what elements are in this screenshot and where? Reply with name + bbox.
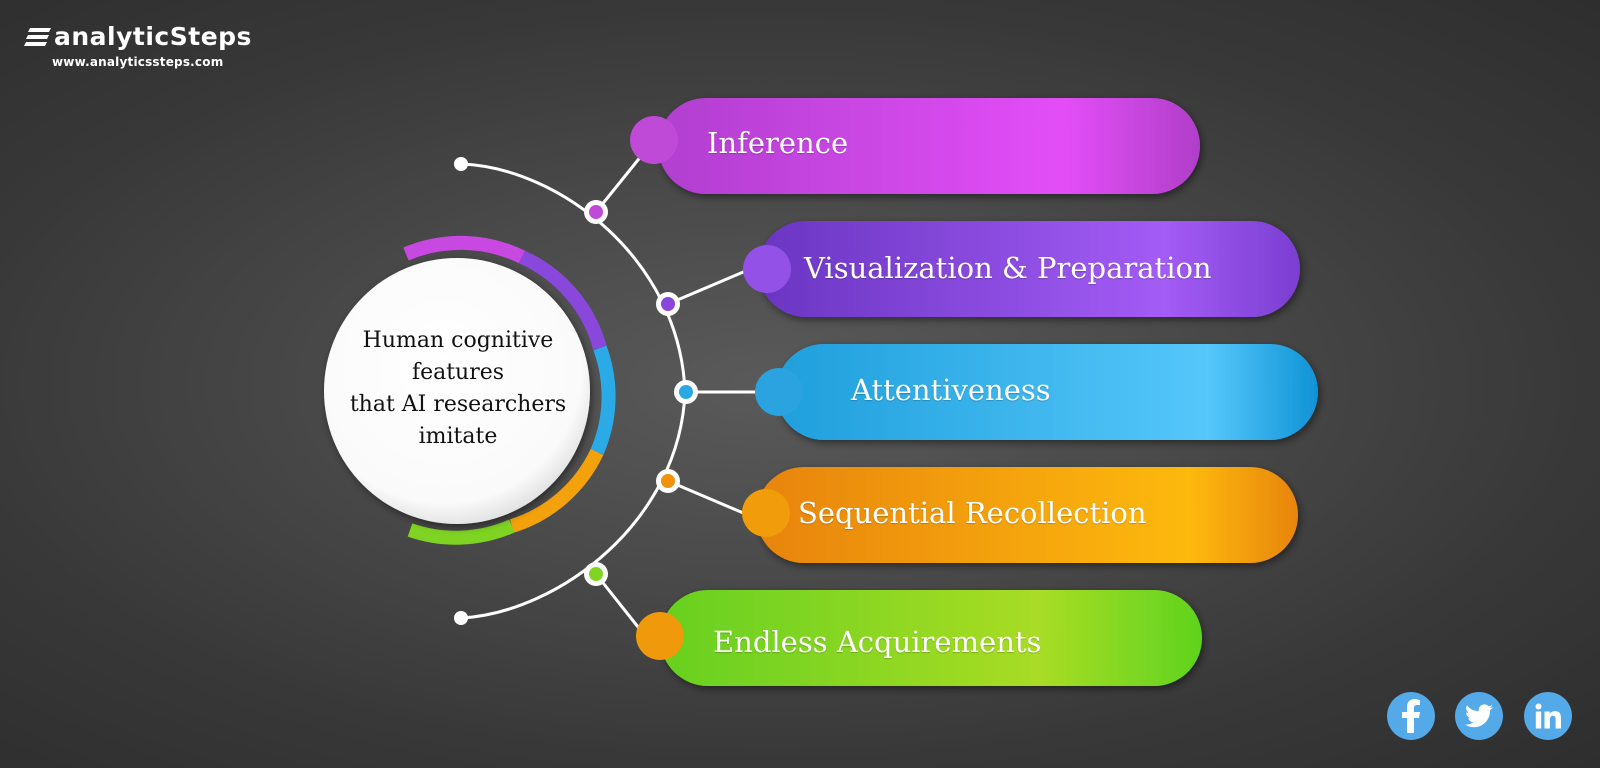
center-circle <box>324 258 590 524</box>
arc-node-recollection <box>656 469 680 493</box>
pill-visualization <box>758 221 1300 317</box>
center-ring <box>403 235 616 545</box>
pill-inference <box>658 98 1200 194</box>
twitter-icon <box>1465 704 1493 728</box>
arc-endpoint-top <box>454 157 468 171</box>
ring-segment-acquirements <box>407 519 515 545</box>
arc-node-attentiveness <box>674 380 698 404</box>
center-title: Human cognitive features that AI researc… <box>330 325 586 453</box>
logo-wordmark: analyticSteps <box>24 22 252 51</box>
pill-cap-attentiveness <box>755 368 803 416</box>
connector-line <box>594 573 644 633</box>
pill-cap-acquirements <box>636 612 684 660</box>
center-line: Human cognitive <box>362 328 554 353</box>
linkedin-button[interactable] <box>1524 692 1572 740</box>
center-line: that AI researchers <box>349 392 567 417</box>
arc-node-visualization <box>656 292 680 316</box>
pill-cap-inference <box>630 116 678 164</box>
arc-endpoint-bottom <box>454 611 468 625</box>
twitter-button[interactable] <box>1455 692 1503 740</box>
label-inference: Inference <box>707 126 849 160</box>
ring-segment-visualization <box>519 250 607 350</box>
pill-attentiveness <box>776 344 1318 440</box>
pill-recollection <box>756 467 1298 563</box>
connector-line <box>667 268 749 306</box>
label-acquirements: Endless Acquirements <box>713 625 1042 659</box>
linkedin-icon <box>1535 703 1561 729</box>
logo-mark-icon <box>24 27 51 46</box>
pill-cap-visualization <box>743 245 791 293</box>
label-recollection: Sequential Recollection <box>798 496 1147 530</box>
label-attentiveness: Attentiveness <box>851 373 1051 407</box>
pill-acquirements <box>660 590 1202 686</box>
pill-cap-recollection <box>742 489 790 537</box>
ring-segment-attentiveness <box>590 345 616 455</box>
logo: analyticSteps www.analyticssteps.com <box>24 22 252 69</box>
center-line: features <box>411 360 505 385</box>
logo-brand: analyticSteps <box>54 22 252 51</box>
ring-segment-inference <box>403 235 526 264</box>
arc-node-inference <box>584 200 608 224</box>
logo-url: www.analyticssteps.com <box>52 55 224 69</box>
center-line: imitate <box>418 424 498 449</box>
connector-line <box>594 154 644 213</box>
connector-line <box>667 479 749 517</box>
facebook-button[interactable] <box>1387 692 1435 740</box>
facebook-icon <box>1402 699 1420 733</box>
label-visualization: Visualization & Preparation <box>804 251 1212 285</box>
arc-node-acquirements <box>584 562 608 586</box>
ring-segment-recollection <box>509 448 604 533</box>
